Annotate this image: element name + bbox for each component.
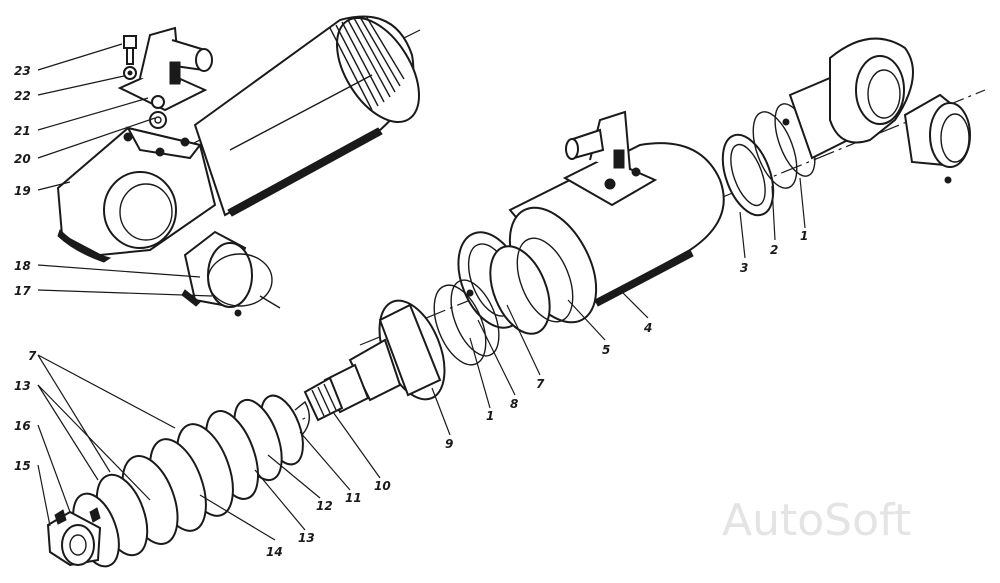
main-cylinder-assembly [303, 37, 986, 422]
leader-lines [37, 43, 806, 541]
callout-2: 2 [770, 243, 778, 257]
callout-9: 9 [445, 437, 453, 451]
callout-11: 11 [345, 491, 362, 505]
callout-22: 22 [14, 89, 31, 103]
callout-5: 5 [602, 343, 610, 357]
bushing-with-lock-ring-left [181, 230, 281, 317]
piston-parts-stack [46, 394, 310, 568]
banjo-fitting-top-left [117, 26, 213, 129]
callout-21: 21 [14, 124, 31, 138]
callout-8: 8 [510, 397, 518, 411]
callout-1-right: 1 [800, 229, 808, 243]
watermark: AutoSoft [722, 495, 911, 546]
callout-7-left: 7 [28, 349, 37, 363]
callout-14: 14 [266, 545, 283, 559]
callout-13-left: 13 [14, 379, 31, 393]
callout-3: 3 [740, 261, 748, 275]
callout-4: 4 [643, 321, 652, 335]
callout-18: 18 [14, 259, 31, 273]
callout-12: 12 [316, 499, 333, 513]
callout-17: 17 [14, 284, 31, 298]
callout-15: 15 [14, 459, 31, 473]
callout-13-bottom: 13 [298, 531, 315, 545]
callout-7-center: 7 [536, 377, 545, 391]
cylinder-body [56, 15, 421, 263]
callout-20: 20 [14, 152, 31, 166]
callout-19: 19 [14, 184, 31, 198]
callout-23: 23 [14, 64, 31, 78]
thread-band [329, 15, 405, 111]
callout-10: 10 [374, 479, 391, 493]
callout-labels: 23 22 21 20 19 18 17 7 13 16 15 14 13 12… [14, 64, 808, 559]
callout-16: 16 [14, 419, 31, 433]
callout-1-center: 1 [486, 409, 494, 423]
